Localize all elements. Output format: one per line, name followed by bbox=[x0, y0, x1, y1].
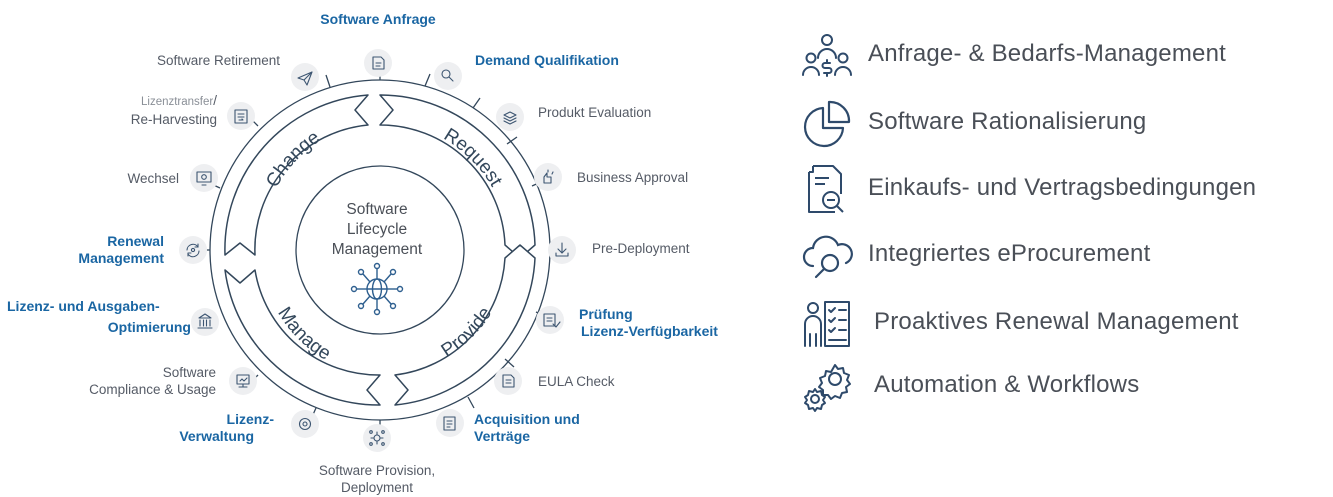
people-dollar-icon bbox=[802, 34, 852, 77]
badge-optimierung bbox=[191, 308, 219, 336]
step-retirement: Software Retirement bbox=[156, 53, 280, 68]
badge-retirement bbox=[291, 63, 319, 91]
phase-ring bbox=[224, 94, 536, 406]
badge-acquisition bbox=[436, 409, 464, 437]
license-admin-icon bbox=[298, 417, 312, 431]
badge-provision bbox=[363, 424, 391, 452]
eula-document-icon bbox=[502, 374, 515, 388]
step-optimierung: Lizenz- und Ausgaben- Optimierung bbox=[7, 298, 191, 335]
deployment-network-icon bbox=[369, 430, 385, 446]
badge-produkt-evaluation bbox=[496, 103, 524, 131]
phase-segment-provide bbox=[394, 244, 536, 406]
step-wechsel: Wechsel bbox=[127, 171, 179, 186]
magnifier-icon bbox=[441, 69, 454, 82]
renewal-cycle-icon bbox=[186, 243, 200, 258]
step-demand-qualifikation: Demand Qualifikation bbox=[475, 52, 619, 68]
feature-item: Automation & Workflows bbox=[795, 357, 1330, 415]
step-eula-check: EULA Check bbox=[538, 374, 615, 389]
badge-wechsel bbox=[190, 164, 218, 192]
send-plane-icon bbox=[297, 71, 313, 86]
request-doc-icon bbox=[372, 56, 385, 70]
approval-hand-icon bbox=[543, 169, 554, 184]
badge-compliance bbox=[229, 367, 257, 395]
badge-renewal bbox=[179, 236, 207, 264]
badge-eula-check bbox=[494, 367, 522, 395]
transfer-doc-icon bbox=[234, 109, 248, 124]
badge-demand-qualifikation bbox=[434, 62, 462, 90]
center-title-line1: Software bbox=[346, 201, 407, 218]
step-lizenz-verwaltung: Lizenz- Verwaltung bbox=[179, 411, 274, 444]
phase-segment-manage bbox=[224, 269, 381, 406]
feature-item: Proaktives Renewal Management bbox=[795, 294, 1330, 352]
lifecycle-diagram: Request Provide Manage Change Software L… bbox=[179, 49, 576, 452]
feature-item: Einkaufs- und Vertragsbedingungen bbox=[795, 160, 1330, 218]
step-business-approval: Business Approval bbox=[577, 170, 689, 185]
center-title-line3: Management bbox=[332, 241, 423, 258]
feature-item: Software Rationalisierung bbox=[795, 94, 1330, 152]
license-check-icon bbox=[543, 313, 561, 328]
step-pre-deployment: Pre-Deployment bbox=[592, 241, 690, 256]
feature-item: Anfrage- & Bedarfs-Management bbox=[795, 26, 1330, 84]
cloud-search-icon bbox=[802, 235, 853, 279]
feature-item: Integriertes eProcurement bbox=[795, 226, 1330, 284]
gears-icon bbox=[804, 364, 851, 412]
center-title-line2: Lifecycle bbox=[347, 221, 407, 238]
monitor-usage-icon bbox=[236, 374, 250, 388]
step-software-anfrage: Software Anfrage bbox=[320, 11, 436, 27]
badge-pruefung bbox=[536, 306, 564, 334]
badge-lizenztransfer bbox=[227, 102, 255, 130]
contract-icon bbox=[443, 416, 456, 431]
step-renewal: Renewal Management bbox=[78, 233, 164, 266]
bank-savings-icon bbox=[197, 313, 213, 329]
badge-lizenz-verwaltung bbox=[291, 410, 319, 438]
document-search-icon bbox=[808, 165, 844, 213]
step-pruefung: Prüfung Lizenz-Verfügbarkeit bbox=[579, 306, 718, 339]
layers-icon bbox=[503, 111, 517, 125]
network-globe-icon bbox=[350, 262, 404, 316]
step-compliance: Software Compliance & Usage bbox=[89, 365, 216, 397]
pie-chart-icon bbox=[803, 100, 851, 148]
center-circle bbox=[295, 165, 465, 335]
step-acquisition: Acquisition und Verträge bbox=[474, 411, 580, 444]
switch-monitor-icon bbox=[196, 171, 212, 186]
person-checklist-icon bbox=[804, 301, 850, 347]
step-provision: Software Provision, Deployment bbox=[318, 463, 436, 495]
download-icon bbox=[555, 242, 569, 257]
step-lizenztransfer: Lizenztransfer/ Re-Harvesting bbox=[130, 93, 217, 127]
phase-segment-change bbox=[224, 94, 369, 256]
step-produkt-evaluation: Produkt Evaluation bbox=[538, 105, 652, 120]
